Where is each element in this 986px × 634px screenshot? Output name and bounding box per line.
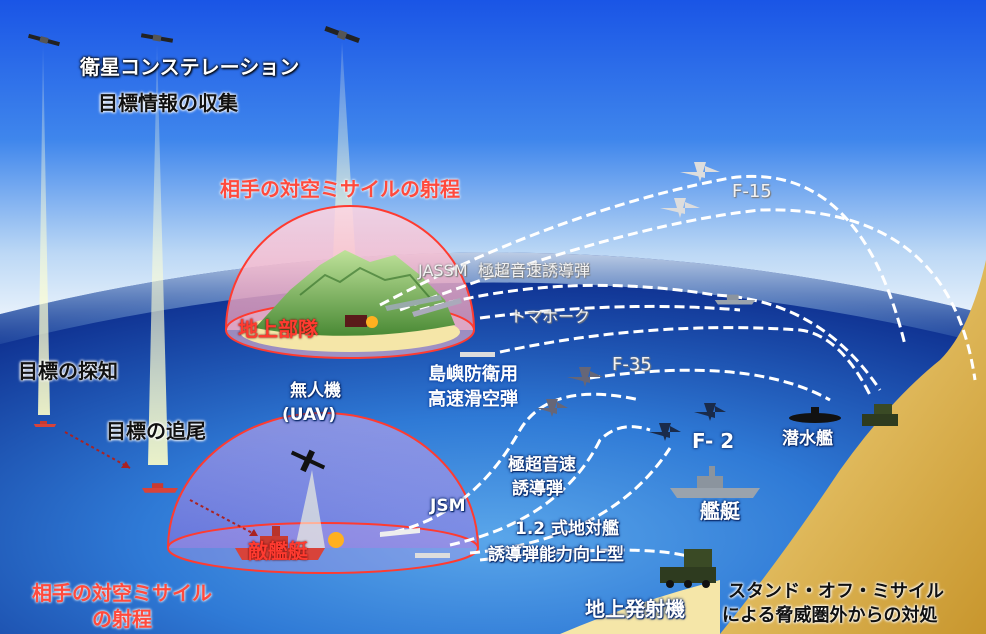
trajectory-f15-upper	[379, 175, 907, 346]
ground-launcher-icon	[660, 549, 716, 588]
aircraft-f15-icon	[680, 162, 720, 182]
label-warship: 艦艇	[700, 499, 740, 523]
label-f15: F-15	[732, 181, 772, 202]
label-hypersonic-short-2: 誘導弾	[512, 479, 563, 499]
ground-launcher-icon	[862, 404, 898, 426]
label-f2: F- 2	[692, 429, 735, 453]
label-ground-launcher: 地上発射機	[585, 597, 685, 621]
label-ground-unit: 地上部隊	[238, 317, 318, 341]
trajectory-hypersonic-lower	[449, 425, 651, 547]
satellite-beam-middle	[148, 45, 168, 465]
satellite-icon	[28, 33, 60, 47]
label-hypersonic-short-1: 極超音速	[508, 455, 576, 475]
label-f35: F-35	[612, 354, 652, 375]
label-uav-2: (UAV)	[282, 405, 336, 425]
missile-icon	[412, 298, 462, 317]
trajectory-tomahawk	[479, 304, 741, 320]
satellite-icon	[140, 33, 174, 43]
friendly-warship-icon	[714, 294, 756, 305]
label-type12-1: 1.2 式地対艦	[515, 519, 620, 539]
label-target-info-collection: 目標情報の収集	[98, 91, 238, 115]
trajectory-type12-a	[469, 447, 672, 555]
explosion-icon	[366, 316, 378, 328]
label-tomahawk: トマホーク	[510, 307, 591, 326]
aircraft-f2-icon	[694, 403, 726, 421]
trajectory-hypersonic-upper	[419, 283, 882, 391]
tracking-arrow	[64, 431, 131, 469]
submarine-icon	[789, 407, 841, 423]
enemy-ship-icon	[33, 421, 57, 427]
sam-range-dome-bottom	[167, 412, 479, 549]
enemy-ship-icon	[235, 526, 325, 560]
label-island-defense-glide-1: 島嶼防衛用	[428, 364, 518, 385]
label-submarine: 潜水艦	[782, 429, 833, 449]
friendly-beach	[560, 580, 720, 634]
uav-icon	[290, 449, 326, 473]
label-jsm: JSM	[430, 496, 466, 516]
ground-unit-icon	[345, 315, 367, 327]
aircraft-f15-icon	[660, 198, 700, 218]
aircraft-f35-icon	[567, 367, 603, 387]
friendly-coast	[720, 260, 986, 634]
label-enemy-sam-range-top: 相手の対空ミサイルの射程	[220, 177, 460, 201]
trajectory-jsm	[379, 392, 641, 537]
label-type12-2: 誘導弾能力向上型	[488, 545, 624, 565]
label-jassm: JASSM	[418, 261, 468, 280]
missile-icon	[460, 352, 495, 357]
label-target-detection: 目標の探知	[18, 359, 118, 383]
satellite-beam-left	[38, 45, 50, 415]
label-standoff-1: スタンド・オフ・ミサイル	[728, 581, 944, 602]
trajectory-type12-b	[479, 548, 701, 562]
trajectory-f35	[589, 368, 831, 402]
tracking-arrow	[189, 499, 259, 537]
satellite-icon	[324, 26, 360, 44]
enemy-ship-icon	[142, 483, 178, 493]
label-hypersonic-guided: 極超音速誘導弾	[478, 261, 591, 280]
label-standoff-2: による脅威圏外からの対処	[722, 605, 938, 626]
missile-icon	[380, 528, 420, 537]
island-mountain	[255, 250, 455, 336]
label-satellite-constellation: 衛星コンステレーション	[80, 55, 300, 79]
explosion-icon	[328, 532, 344, 548]
trajectory-glide-bomb	[499, 326, 872, 396]
aircraft-f35-icon	[536, 399, 568, 417]
label-enemy-sam-range-bottom-2: の射程	[92, 607, 152, 631]
label-enemy-sam-range-bottom-1: 相手の対空ミサイル	[32, 581, 212, 605]
label-island-defense-glide-2: 高速滑空弾	[428, 389, 518, 410]
uav-beam	[295, 470, 325, 548]
label-enemy-ship: 敵艦艇	[248, 539, 308, 563]
aircraft-f2-icon	[649, 423, 681, 441]
label-target-tracking: 目標の追尾	[106, 419, 206, 443]
label-uav-1: 無人機	[290, 381, 341, 401]
missile-trajectories	[379, 175, 977, 562]
missile-icon	[415, 553, 450, 558]
friendly-warship-icon	[670, 466, 760, 498]
missile-icon	[385, 295, 442, 311]
trajectory-f15-lower	[399, 208, 977, 381]
